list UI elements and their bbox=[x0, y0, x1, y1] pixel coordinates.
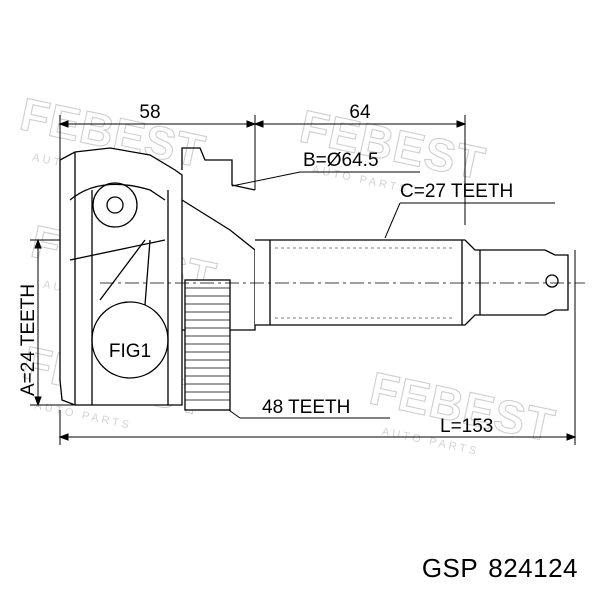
brand-label: GSP bbox=[421, 553, 479, 583]
dim-left-label: 58 bbox=[139, 102, 160, 123]
teeth-c-label: C=27 TEETH bbox=[400, 181, 513, 202]
diameter-label: B=Ø64.5 bbox=[303, 150, 379, 171]
dim-right-label: 64 bbox=[349, 102, 371, 123]
cv-joint-body bbox=[59, 147, 585, 411]
product-caption: GSP 824124 bbox=[412, 553, 578, 584]
fig1-detail-circle bbox=[91, 301, 169, 379]
dimension-lines bbox=[30, 115, 577, 445]
length-label: L=153 bbox=[440, 416, 493, 437]
dimension-labels: 58 64 B=Ø64.5 C=27 TEETH A=24 TEETH FIG1… bbox=[18, 102, 513, 437]
ball-circle bbox=[92, 182, 138, 228]
abs-teeth-label: 48 TEETH bbox=[262, 397, 350, 418]
teeth-a-label: A=24 TEETH bbox=[18, 284, 39, 396]
part-number-label: 824124 bbox=[488, 553, 578, 583]
fig1-label: FIG1 bbox=[109, 341, 151, 362]
